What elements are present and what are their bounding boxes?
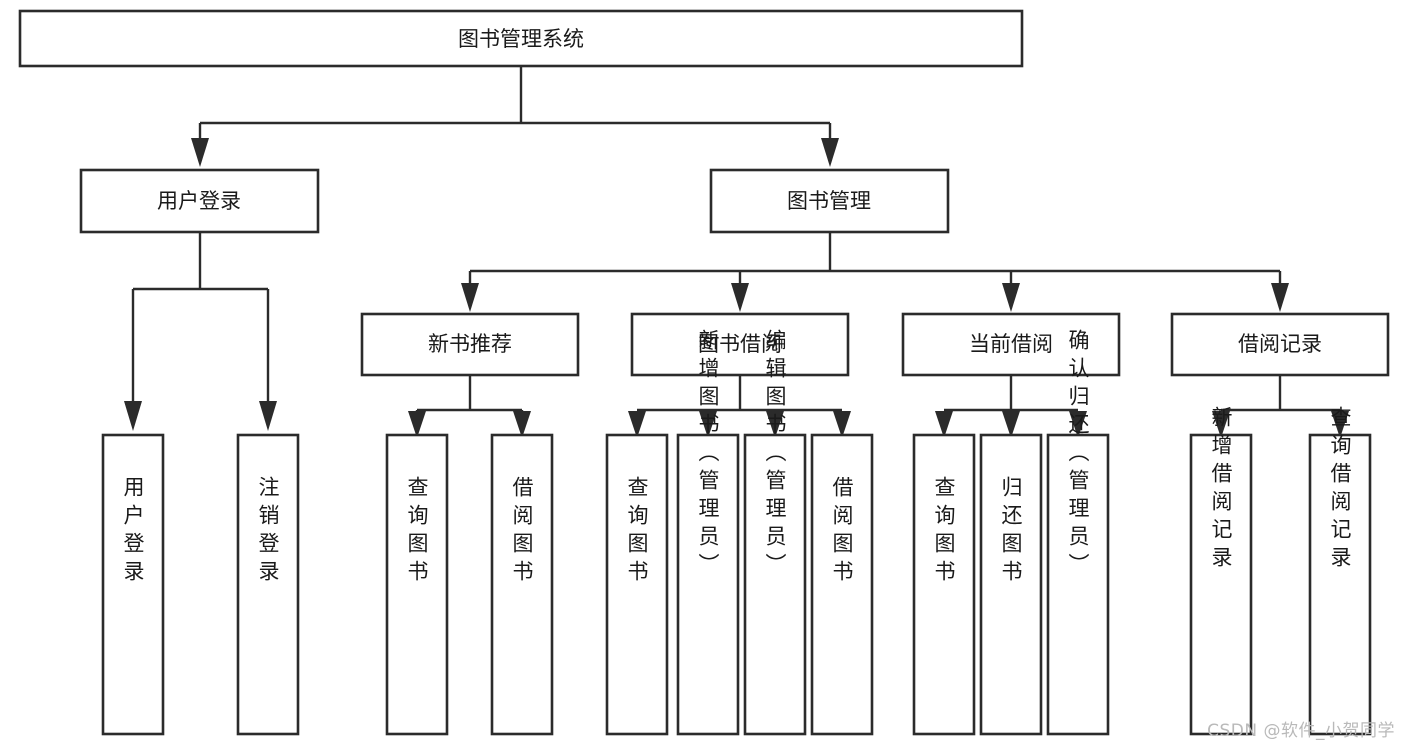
leaf-node[interactable]: 借阅图书 (490, 433, 554, 736)
node-book-borrow[interactable]: 图书借阅 (630, 312, 850, 377)
leaf-query-book-2-label: 查询图书 (625, 476, 649, 588)
arrow-head-icon (731, 283, 749, 312)
node-current-borrow-box[interactable] (901, 312, 1121, 377)
leaf-add-book-label: 新增图书（管理员） (696, 329, 720, 581)
arrow-head-icon (1271, 283, 1289, 312)
leaf-user-login-label: 用户登录 (121, 476, 145, 588)
leaf-node[interactable]: 新增图书（管理员） (676, 329, 740, 736)
leaf-borrow-book-2-label: 借阅图书 (830, 476, 854, 588)
arrow-head-icon (1331, 411, 1349, 438)
node-user-login[interactable]: 用户登录 (79, 168, 320, 234)
arrow-head-icon (1069, 411, 1087, 438)
leaf-node[interactable]: 归还图书 (979, 433, 1043, 736)
node-root[interactable]: 图书管理系统 (18, 9, 1024, 68)
leaf-node[interactable]: 用户登录 (101, 433, 165, 736)
node-current-borrow-label: 当前借阅 (969, 332, 1053, 356)
leaf-query-borrow-record-box[interactable] (1308, 433, 1372, 736)
node-current-borrow[interactable]: 当前借阅 (901, 312, 1121, 377)
node-borrow-record-label: 借阅记录 (1238, 332, 1322, 356)
arrow-head-icon (1002, 411, 1020, 438)
node-user-login-label: 用户登录 (157, 189, 241, 213)
arrow-head-icon (935, 411, 953, 438)
leaf-node[interactable]: 查询借阅记录 (1308, 406, 1372, 736)
node-root-label: 图书管理系统 (458, 27, 584, 51)
arrow-head-icon (821, 138, 839, 167)
node-book-manage[interactable]: 图书管理 (709, 168, 950, 234)
connector-group-current-borrow (935, 375, 1087, 438)
leaf-node[interactable]: 新增借阅记录 (1189, 406, 1253, 736)
arrow-head-icon (513, 411, 531, 438)
connector-group-book-manage (461, 232, 1289, 312)
leaf-confirm-return-box[interactable] (1046, 433, 1110, 736)
arrow-head-icon (833, 411, 851, 438)
node-new-book-rec-box[interactable] (360, 312, 580, 377)
node-borrow-record-box[interactable] (1170, 312, 1390, 377)
leaf-add-borrow-record-box[interactable] (1189, 433, 1253, 736)
leaf-query-borrow-record-label: 查询借阅记录 (1328, 406, 1352, 574)
leaf-node[interactable]: 查询图书 (605, 433, 669, 736)
arrow-head-icon (191, 138, 209, 167)
leaf-node[interactable]: 注销登录 (236, 433, 300, 736)
leaf-return-book-label: 归还图书 (999, 476, 1023, 588)
leaf-logout-box[interactable] (236, 433, 300, 736)
arrow-head-icon (766, 411, 784, 438)
leaf-edit-book-box[interactable] (743, 433, 807, 736)
leaf-query-book-1-box[interactable] (385, 433, 449, 736)
leaf-query-book-1-label: 查询图书 (405, 476, 429, 588)
node-book-borrow-box[interactable] (630, 312, 850, 377)
leaf-return-book-box[interactable] (979, 433, 1043, 736)
arrow-head-icon (1002, 283, 1020, 312)
arrow-head-icon (1212, 411, 1230, 438)
connector-group-new-book-rec (408, 375, 531, 438)
node-new-book-rec[interactable]: 新书推荐 (360, 312, 580, 377)
leaf-borrow-book-1-box[interactable] (490, 433, 554, 736)
arrow-head-icon (628, 411, 646, 438)
connector-group-user-login (124, 232, 277, 431)
node-new-book-rec-label: 新书推荐 (428, 332, 512, 356)
leaf-logout-label: 注销登录 (256, 476, 280, 588)
leaf-borrow-book-2-box[interactable] (810, 433, 874, 736)
leaf-add-borrow-record-label: 新增借阅记录 (1209, 406, 1233, 574)
leaf-node[interactable]: 确认归还（管理员） (1046, 329, 1110, 736)
leaf-edit-book-label: 编辑图书（管理员） (763, 329, 787, 581)
leaf-borrow-book-1-label: 借阅图书 (510, 476, 534, 588)
leaf-node[interactable]: 查询图书 (385, 433, 449, 736)
node-user-login-box[interactable] (79, 168, 320, 234)
arrow-head-icon (699, 411, 717, 438)
connector-group-book-borrow (628, 375, 851, 438)
node-book-manage-box[interactable] (709, 168, 950, 234)
connector-group-borrow-record (1212, 375, 1349, 438)
leaf-user-login-box[interactable] (101, 433, 165, 736)
leaf-node[interactable]: 编辑图书（管理员） (743, 329, 807, 736)
leaf-query-book-3-label: 查询图书 (932, 476, 956, 588)
leaf-node[interactable]: 借阅图书 (810, 433, 874, 736)
node-borrow-record[interactable]: 借阅记录 (1170, 312, 1390, 377)
leaf-query-book-3-box[interactable] (912, 433, 976, 736)
connector-group-root (191, 66, 839, 167)
leaf-confirm-return-label: 确认归还（管理员） (1066, 329, 1090, 581)
arrow-head-icon (259, 401, 277, 431)
leaf-add-book-box[interactable] (676, 433, 740, 736)
node-book-manage-label: 图书管理 (787, 189, 871, 213)
arrow-head-icon (461, 283, 479, 312)
arrow-head-icon (124, 401, 142, 431)
node-book-borrow-label: 图书借阅 (698, 332, 782, 356)
leaf-node[interactable]: 查询图书 (912, 433, 976, 736)
leaf-query-book-2-box[interactable] (605, 433, 669, 736)
arrow-head-icon (408, 411, 426, 438)
node-root-box[interactable] (18, 9, 1024, 68)
